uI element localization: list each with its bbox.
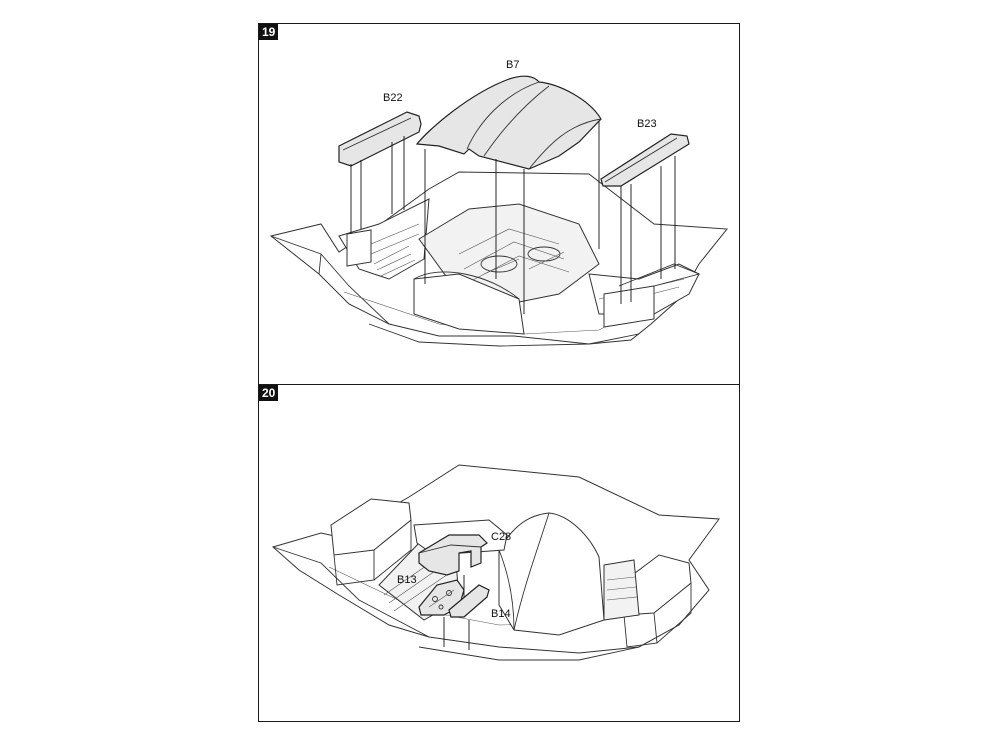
label-C28: C28 <box>491 531 511 543</box>
step-20-panel: 20 <box>258 384 740 722</box>
part-B23: B23 <box>600 118 690 304</box>
part-B7: B7 <box>415 59 602 314</box>
label-B22: B22 <box>383 92 403 104</box>
hull-assembly <box>269 171 728 347</box>
step-number: 19 <box>259 24 279 40</box>
hull-assembly <box>271 464 720 661</box>
step-20-drawing: C28 B13 B14 <box>271 464 720 661</box>
label-B7: B7 <box>506 59 519 71</box>
step-19-drawing: B22 B7 B23 <box>269 59 728 347</box>
part-C28: C28 <box>418 531 511 615</box>
part-B22: B22 <box>338 92 422 234</box>
label-B13: B13 <box>397 574 417 586</box>
label-B23: B23 <box>637 118 657 130</box>
label-B14: B14 <box>491 608 511 620</box>
part-B14: B14 <box>448 584 511 650</box>
step-number: 20 <box>259 385 279 401</box>
step-19-panel: 19 <box>258 23 740 385</box>
